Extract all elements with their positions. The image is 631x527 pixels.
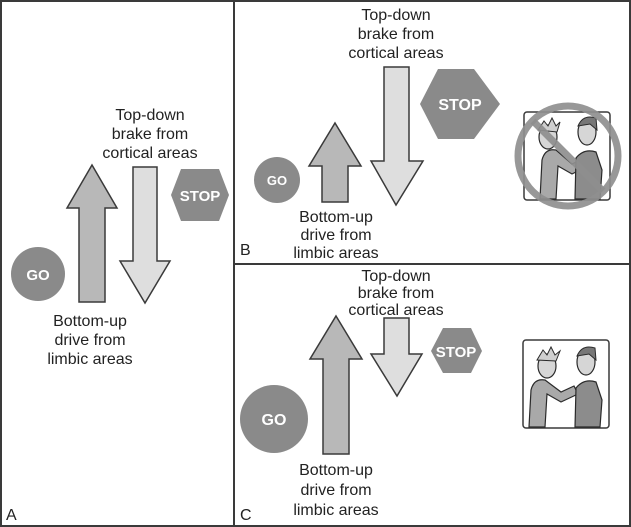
bottom-up-arrow [65, 163, 119, 303]
bottom-up-arrow [307, 121, 363, 203]
stop-label: STOP [438, 97, 482, 114]
no-symbol-slash [530, 118, 606, 194]
stop-sign [431, 328, 482, 373]
top-down-label-line1: Top-down [115, 107, 184, 124]
top-down-label-line3: cortical areas [348, 302, 443, 319]
panel-a: Top-down brake from cortical areas GO ST… [6, 107, 229, 524]
panel-b: Top-down brake from cortical areas GO ST… [240, 7, 622, 262]
top-down-label-line3: cortical areas [348, 45, 443, 62]
go-sign [254, 157, 300, 203]
go-sign [240, 385, 308, 453]
panel-letter-a: A [6, 507, 17, 524]
bottom-up-label-line2: drive from [300, 482, 371, 499]
altercation-illustration [514, 102, 622, 210]
bottom-up-label-line3: limbic areas [293, 245, 378, 262]
bottom-up-label-line1: Bottom-up [299, 209, 373, 226]
go-label: GO [26, 267, 50, 284]
altercation-illustration [522, 339, 610, 429]
top-down-arrow [369, 66, 425, 207]
person-left-body [528, 379, 579, 428]
bottom-up-label-line2: drive from [54, 332, 125, 349]
stop-label: STOP [436, 344, 477, 361]
bottom-up-label-line1: Bottom-up [53, 313, 127, 330]
top-down-label-line2: brake from [358, 285, 434, 302]
stop-sign [420, 69, 500, 139]
top-down-label-line3: cortical areas [102, 145, 197, 162]
panel-letter-c: C [240, 507, 252, 524]
go-sign [11, 247, 65, 301]
top-down-arrow [369, 317, 424, 398]
stop-label: STOP [180, 188, 221, 205]
no-symbol-circle [514, 102, 622, 210]
bottom-up-label-line2: drive from [300, 227, 371, 244]
panel-letter-b: B [240, 242, 251, 259]
bottom-up-label-line1: Bottom-up [299, 462, 373, 479]
go-label: GO [262, 412, 287, 429]
panel-c: Top-down brake from cortical areas GO ST… [240, 268, 610, 524]
top-down-label-line1: Top-down [361, 268, 430, 285]
person-right-hair [576, 346, 597, 362]
top-down-label-line2: brake from [358, 26, 434, 43]
person-right-body [574, 380, 603, 428]
top-down-label-line1: Top-down [361, 7, 430, 24]
bottom-up-label-line3: limbic areas [47, 351, 132, 368]
top-down-label-line2: brake from [112, 126, 188, 143]
top-down-arrow [118, 166, 172, 305]
person-left-hair [536, 345, 562, 362]
go-label: GO [267, 173, 287, 188]
stop-sign [171, 169, 229, 221]
bottom-up-arrow [308, 314, 364, 455]
bottom-up-label-line3: limbic areas [293, 502, 378, 519]
person-right-hair [577, 116, 598, 132]
